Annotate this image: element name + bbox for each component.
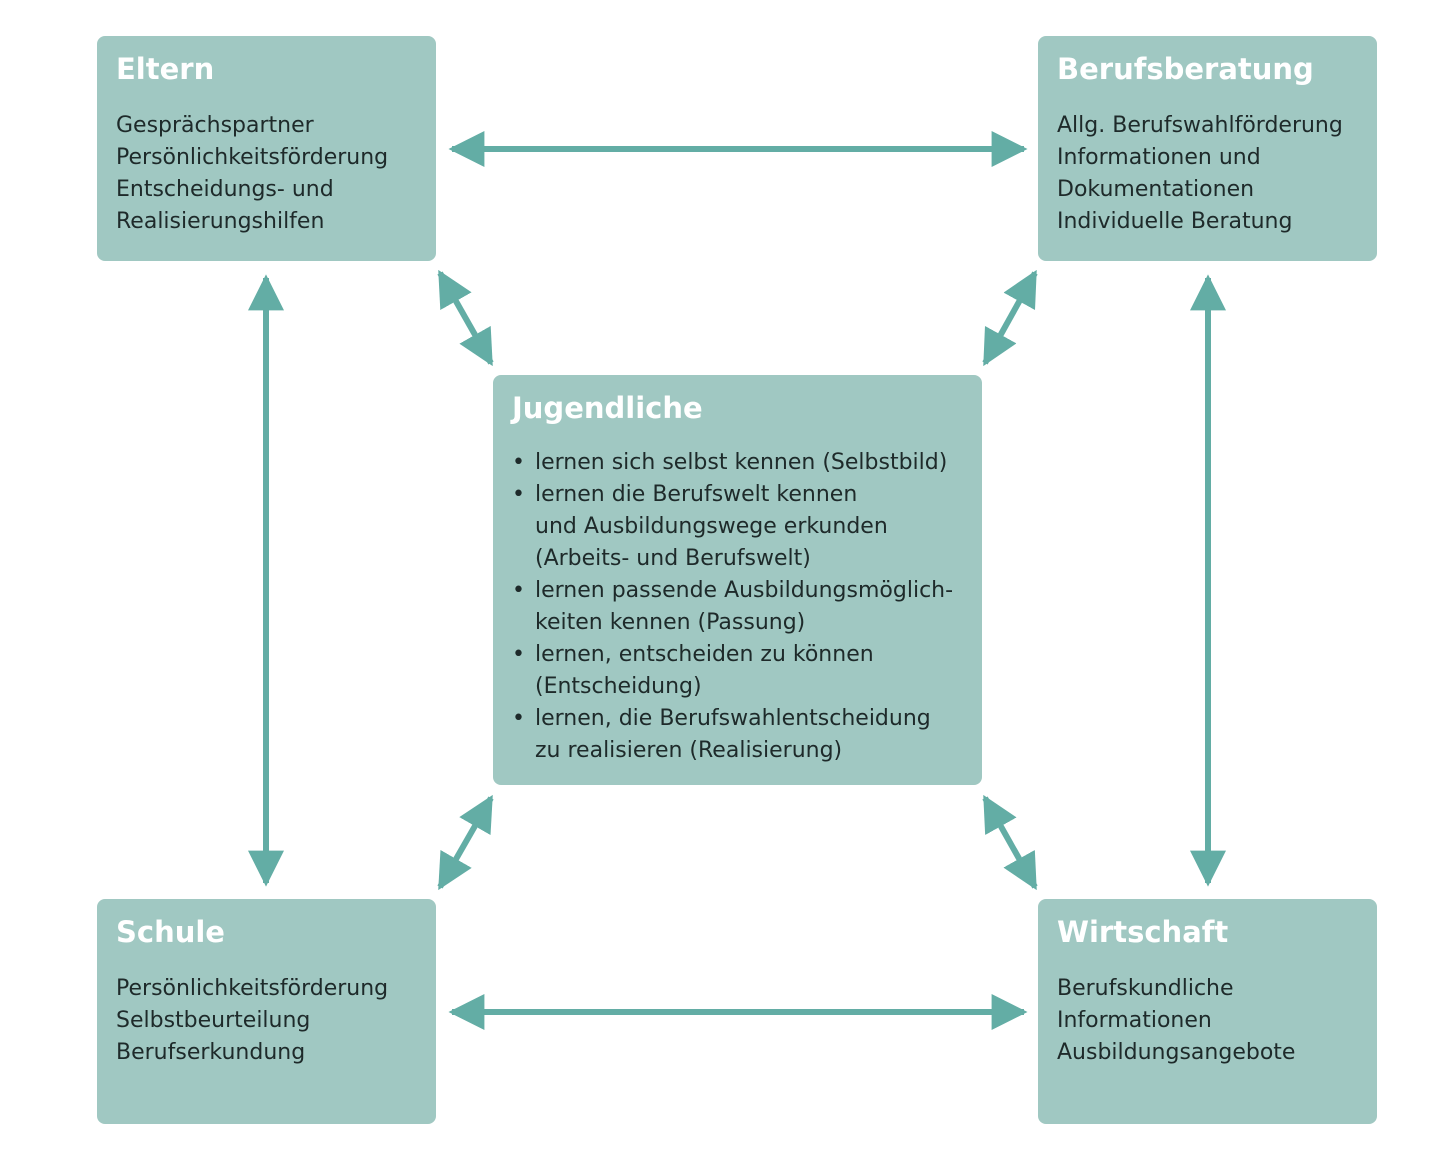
bullet-text: lernen, die Berufswahlentscheidung — [535, 706, 931, 731]
bullet-item: • lernen, die Berufswahlentscheidung zu … — [512, 703, 953, 767]
eltern-box: Eltern Gesprächspartner Persönlichkeitsf… — [97, 36, 436, 261]
jugendliche-box: Jugendliche • lernen sich selbst kennen … — [493, 375, 982, 785]
schule-lines: Persönlichkeitsförderung Selbstbeurteilu… — [116, 973, 388, 1069]
eltern-lines: Gesprächspartner Persönlichkeitsförderun… — [116, 110, 388, 238]
eltern-line: Persönlichkeitsförderung — [116, 145, 389, 170]
bullet-dot: • — [512, 706, 525, 731]
berufsberatung-lines: Allg. Berufswahlförderung Informationen … — [1057, 110, 1343, 238]
bullet-item: • lernen, entscheiden zu können (Entsche… — [512, 639, 953, 703]
wirtschaft-lines: Berufskundliche Informationen Ausbildung… — [1057, 973, 1295, 1069]
bullet-text: und Ausbildungswege erkunden — [535, 514, 888, 539]
berufsberatung-line: Informationen und — [1057, 145, 1261, 170]
eltern-line: Realisierungshilfen — [116, 209, 325, 234]
eltern-line: Entscheidungs- und — [116, 177, 334, 202]
berufsberatung-line: Individuelle Beratung — [1057, 209, 1293, 234]
jugendliche-bullet-list: • lernen sich selbst kennen (Selbstbild)… — [512, 447, 953, 767]
bullet-item: • lernen passende Ausbildungsmöglich- ke… — [512, 575, 953, 639]
bullet-item: • lernen die Berufswelt kennen und Ausbi… — [512, 479, 953, 575]
bullet-text: (Arbeits- und Berufswelt) — [535, 546, 811, 571]
arrow-wirtschaft-jugendliche — [982, 794, 1038, 891]
schule-line: Selbstbeurteilung — [116, 1008, 311, 1033]
bullet-text: zu realisieren (Realisierung) — [535, 738, 843, 763]
eltern-line: Gesprächspartner — [116, 113, 314, 138]
bullet-text: lernen passende Ausbildungsmöglich- — [535, 578, 954, 603]
arrow-eltern-jugendliche — [437, 269, 494, 367]
schule-box: Schule Persönlichkeitsförderung Selbstbe… — [97, 899, 436, 1124]
jugendliche-title: Jugendliche — [512, 391, 703, 425]
arrow-schule-jugendliche — [437, 794, 494, 891]
schule-line: Berufserkundung — [116, 1040, 306, 1065]
bullet-text: (Entscheidung) — [535, 674, 702, 699]
berufsberatung-line: Allg. Berufswahlförderung — [1057, 113, 1343, 138]
berufsberatung-box: Berufsberatung Allg. Berufswahlförderung… — [1038, 36, 1377, 261]
bullet-dot: • — [512, 450, 525, 475]
bullet-text: lernen, entscheiden zu können — [535, 642, 874, 667]
bullet-text: keiten kennen (Passung) — [535, 610, 806, 635]
wirtschaft-line: Ausbildungsangebote — [1057, 1040, 1296, 1065]
eltern-title: Eltern — [116, 52, 215, 86]
bullet-dot: • — [512, 642, 525, 667]
wirtschaft-line: Berufskundliche — [1057, 976, 1234, 1001]
bullet-item: • lernen sich selbst kennen (Selbstbild) — [512, 447, 953, 479]
bullet-text: lernen sich selbst kennen (Selbstbild) — [535, 450, 948, 475]
bullet-text: lernen die Berufswelt kennen — [535, 482, 858, 507]
arrow-berufsberatung-jugendliche — [982, 269, 1038, 367]
berufsberatung-line: Dokumentationen — [1057, 177, 1255, 202]
bullet-dot: • — [512, 482, 525, 507]
schule-line: Persönlichkeitsförderung — [116, 976, 389, 1001]
berufsberatung-title: Berufsberatung — [1057, 52, 1314, 86]
wirtschaft-title: Wirtschaft — [1057, 915, 1229, 949]
bullet-dot: • — [512, 578, 525, 603]
wirtschaft-line: Informationen — [1057, 1008, 1212, 1033]
schule-title: Schule — [116, 915, 225, 949]
wirtschaft-box: Wirtschaft Berufskundliche Informationen… — [1038, 899, 1377, 1124]
